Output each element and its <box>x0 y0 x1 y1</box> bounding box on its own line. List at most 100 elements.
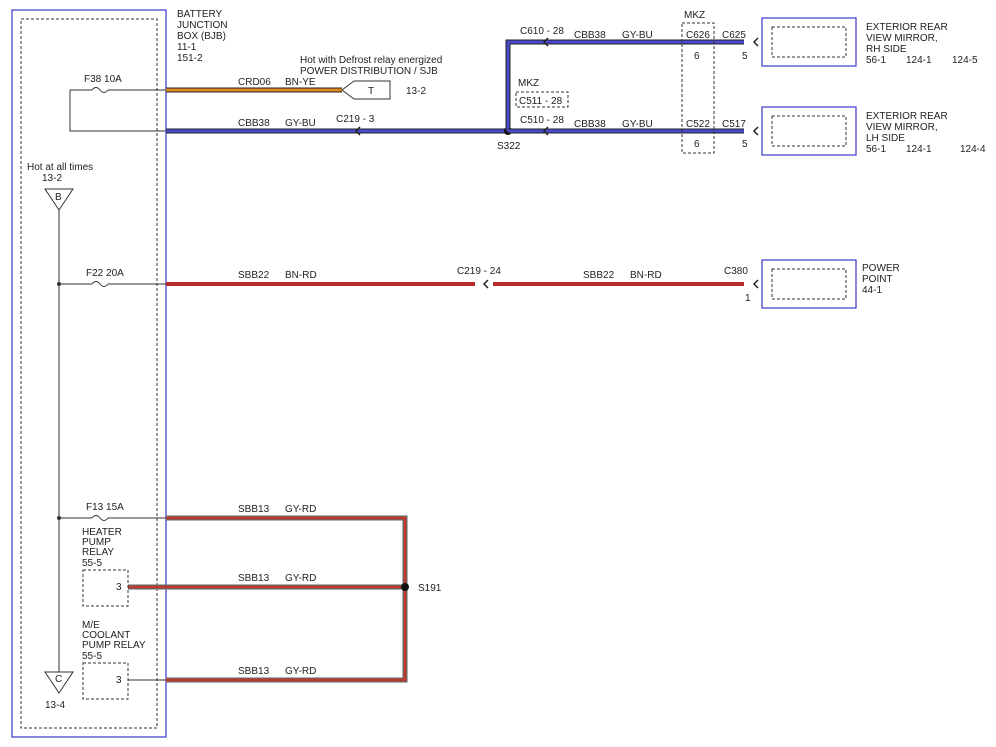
bjb-label-line: BATTERY <box>177 9 223 20</box>
bus-tag-c <box>44 671 74 694</box>
connector-c626-pin: 6 <box>694 51 700 62</box>
connector-c510-28-label: C510 - 28 <box>520 115 564 126</box>
hot-at-all-times-ref-bottom: 13-4 <box>45 700 65 711</box>
wire-sbb13-mid-color-label: GY-RD <box>285 573 316 584</box>
wire-cbb38-main-color-label: GY-BU <box>285 118 316 129</box>
power-point-label-line: POWER <box>862 263 900 274</box>
connector-c510-28-symbol <box>542 126 549 136</box>
bus-tag-b <box>44 188 74 211</box>
fuse-f38-label: F38 10A <box>84 74 122 85</box>
lh-mirror-ref: 124-4 <box>960 144 986 155</box>
connector-c610-28-label: C610 - 28 <box>520 26 564 37</box>
wire-sbb13-mid-circuit: SBB13 <box>238 573 270 584</box>
wire-cbb38-lh-color-label: GY-BU <box>622 119 653 130</box>
heater-relay-label-line: 55-5 <box>82 558 102 569</box>
mkz-label-c511: MKZ <box>518 78 539 89</box>
connector-c511-28-label: C511 - 28 <box>519 96 563 107</box>
coolant-relay-label-line: PUMP RELAY <box>82 640 146 651</box>
hot-at-all-times-label: Hot at all times <box>27 162 93 173</box>
wire-cbb38-rh-circuit: CBB38 <box>574 30 606 41</box>
bjb-label-line: 11-1 <box>177 42 197 53</box>
connector-c219-24-symbol <box>482 279 489 289</box>
fuse-f38-symbol <box>91 87 109 93</box>
lh-mirror-ref: 124-1 <box>906 144 932 155</box>
wire-cbb38-main-circuit: CBB38 <box>238 118 270 129</box>
defrost-label-line: Hot with Defrost relay energized <box>300 55 442 66</box>
connector-c380-label: C380 <box>724 266 748 277</box>
heater-relay-label-line: RELAY <box>82 547 114 558</box>
heater-pump-relay-box <box>82 569 129 607</box>
battery-junction-box <box>11 9 167 738</box>
wire-sbb22-right-circuit: SBB22 <box>583 270 615 281</box>
connector-c517-pin: 5 <box>742 139 748 150</box>
coolant-relay-pin: 3 <box>116 675 122 686</box>
rh-mirror-ref: 56-1 <box>866 55 886 66</box>
heater-relay-pin: 3 <box>116 582 122 593</box>
connector-c219-24-label: C219 - 24 <box>457 266 501 277</box>
rh-mirror-ref: 124-1 <box>906 55 932 66</box>
rh-mirror-label-line: EXTERIOR REAR <box>866 22 948 33</box>
terminal-t <box>341 80 391 100</box>
wire-sbb13-loop-color <box>166 516 407 682</box>
power-point-label-line: 44-1 <box>862 285 882 296</box>
fuse-f22-label: F22 20A <box>86 268 124 279</box>
coolant-relay-label-line: COOLANT <box>82 630 130 641</box>
connector-c610-28-symbol <box>542 37 549 47</box>
rh-mirror-inner <box>771 26 847 58</box>
fuse-f22-symbol <box>91 281 109 287</box>
connector-c517-label: C517 <box>722 119 746 130</box>
bjb-inner-border <box>20 18 158 729</box>
hot-at-all-times-ref-top: 13-2 <box>42 173 62 184</box>
wire-sbb22-left-circuit: SBB22 <box>238 270 270 281</box>
connector-c522-pin: 6 <box>694 139 700 150</box>
wire-sbb13-top-circuit: SBB13 <box>238 504 270 515</box>
bjb-label-line: BOX (BJB) <box>177 31 226 42</box>
connector-c517-symbol <box>752 126 759 136</box>
heater-relay-label-line: HEATER <box>82 527 122 538</box>
connector-c511-28-box <box>515 91 569 108</box>
wire-sbb22-left-color-label: BN-RD <box>285 270 317 281</box>
connector-c626-label: C626 <box>686 30 710 41</box>
heater-relay-label-line: PUMP <box>82 537 111 548</box>
wire-crd06-circuit: CRD06 <box>238 77 271 88</box>
wire-sbb22-right-color-label: BN-RD <box>630 270 662 281</box>
wire-cbb38-rh-color-label: GY-BU <box>622 30 653 41</box>
terminal-t-ref: 13-2 <box>406 86 426 97</box>
connector-c219-3-symbol <box>354 126 361 136</box>
coolant-relay-label-line: 55-5 <box>82 651 102 662</box>
power-point-label-line: POINT <box>862 274 893 285</box>
connector-mkz-column <box>681 22 715 154</box>
rh-mirror-label-line: RH SIDE <box>866 44 907 55</box>
terminal-t-letter: T <box>368 86 374 97</box>
lh-mirror-inner <box>771 115 847 147</box>
lh-mirror-ref: 56-1 <box>866 144 886 155</box>
bus-tag-c-letter: C <box>55 674 62 685</box>
lh-mirror-label-line: LH SIDE <box>866 133 905 144</box>
bjb-label-line: JUNCTION <box>177 20 228 31</box>
power-point-inner <box>771 268 847 300</box>
splice-s322-label: S322 <box>497 141 521 152</box>
wire-crd06-color-label: BN-YE <box>285 77 316 88</box>
connector-c219-3-label: C219 - 3 <box>336 114 375 125</box>
splice-s191 <box>401 583 409 591</box>
wire-sbb13-top-color-label: GY-RD <box>285 504 316 515</box>
mkz-label-column: MKZ <box>684 10 705 21</box>
wire-sbb13-bot-color-label: GY-RD <box>285 666 316 677</box>
defrost-label-line: POWER DISTRIBUTION / SJB <box>300 66 438 77</box>
power-point-outer <box>761 259 857 309</box>
f38-feed-loop <box>69 90 166 132</box>
bus-tag-b-letter: B <box>55 192 62 203</box>
coolant-pump-relay-box <box>82 662 129 700</box>
wire-sbb13-bot-circuit: SBB13 <box>238 666 270 677</box>
splice-s191-label: S191 <box>418 583 442 594</box>
fuse-f13-label: F13 15A <box>86 502 124 513</box>
lh-mirror-outer <box>761 106 857 156</box>
bjb-label: BATTERY JUNCTION BOX (BJB) 11-1 151-2 <box>177 9 228 64</box>
lh-mirror-label-line: EXTERIOR REAR <box>866 111 948 122</box>
connector-c625-symbol <box>752 37 759 47</box>
wire-cbb38-lh-circuit: CBB38 <box>574 119 606 130</box>
bjb-outer-border <box>11 9 167 738</box>
rh-mirror-outer <box>761 17 857 67</box>
rh-mirror-label-line: VIEW MIRROR, <box>866 33 938 44</box>
